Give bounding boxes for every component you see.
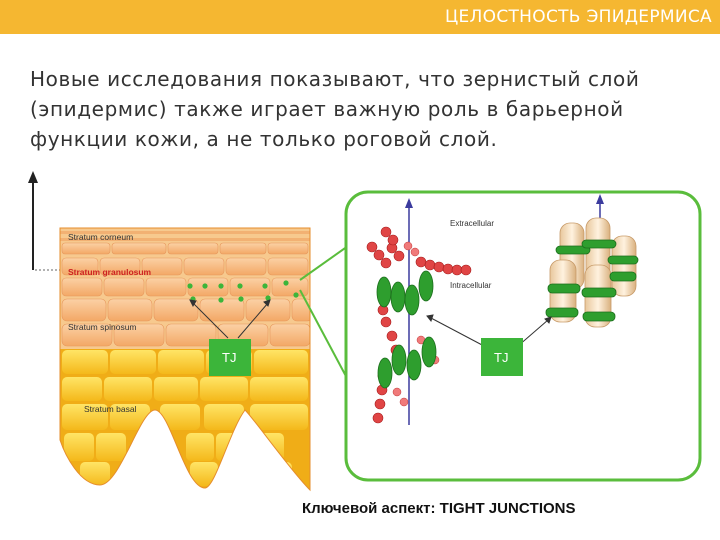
intracellular-label: Intracellular (450, 281, 492, 290)
layer-label-spinosum: Stratum spinosum (68, 322, 137, 332)
layer-label-granulosum: Stratum granulosum (68, 267, 152, 277)
key-aspect-caption: Ключевой аспект: TIGHT JUNCTIONS (302, 500, 576, 517)
tj-label-right: TJ (494, 350, 508, 365)
zoom-frame (346, 192, 700, 480)
layer-label-corneum: Stratum corneum (68, 232, 133, 242)
extracellular-label: Extracellular (450, 219, 494, 228)
tj-label-left: TJ (222, 350, 236, 365)
barrier-arrow (28, 171, 62, 270)
basal-cells (60, 349, 310, 494)
layer-label-basal: Stratum basal (84, 404, 137, 414)
